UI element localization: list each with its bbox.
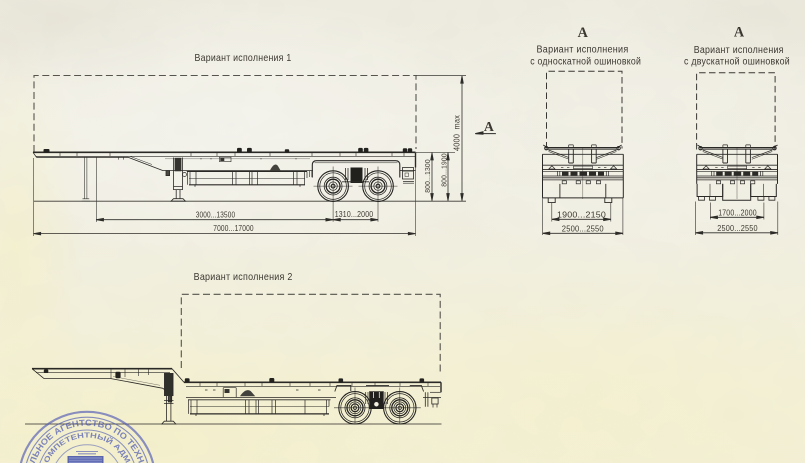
svg-text:Вариант исполнения 2: Вариант исполнения 2 <box>194 272 293 283</box>
svg-text:800...1900: 800...1900 <box>439 153 448 187</box>
svg-text:1900...2150: 1900...2150 <box>557 209 606 219</box>
svg-text:Вариант исполнения: Вариант исполнения <box>694 45 784 56</box>
svg-text:2500...2550: 2500...2550 <box>562 223 604 233</box>
svg-text:7000...17000: 7000...17000 <box>213 224 254 233</box>
svg-text:1310...2000: 1310...2000 <box>335 210 374 219</box>
svg-text:А: А <box>734 25 745 41</box>
svg-text:с односкатной ошиновкой: с односкатной ошиновкой <box>530 57 641 68</box>
svg-text:800...1300: 800...1300 <box>423 159 432 193</box>
svg-text:Вариант исполнения 1: Вариант исполнения 1 <box>195 53 292 64</box>
svg-text:3000...13500: 3000...13500 <box>196 211 236 220</box>
svg-text:1700...2000: 1700...2000 <box>718 208 757 217</box>
svg-text:А: А <box>578 25 589 41</box>
svg-text:Вариант исполнения: Вариант исполнения <box>537 44 629 55</box>
svg-text:4000 max: 4000 max <box>453 115 462 151</box>
svg-text:2500...2550: 2500...2550 <box>717 224 758 233</box>
svg-text:с двускатной ошиновкой: с двускатной ошиновкой <box>684 57 790 68</box>
svg-text:А: А <box>484 119 494 134</box>
